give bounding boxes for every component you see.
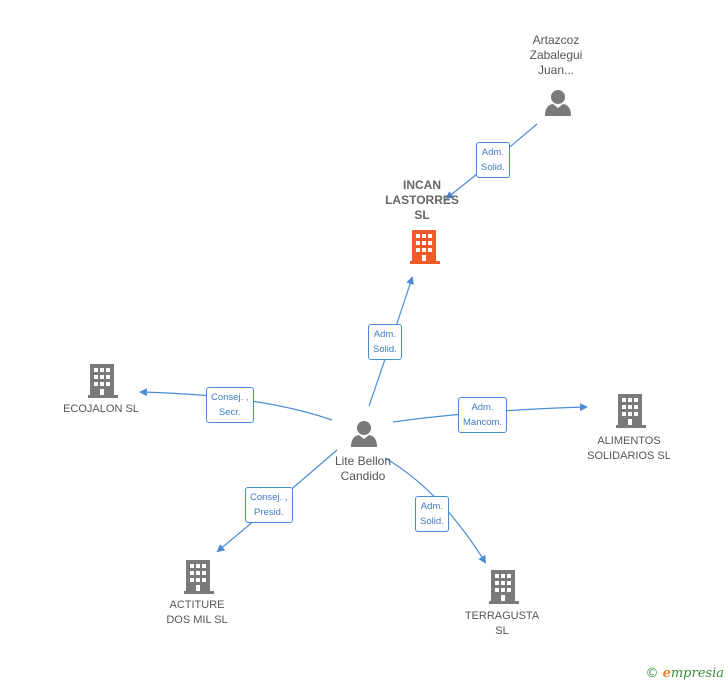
person-icon[interactable] [545,90,571,116]
label-line: Juan... [537,63,575,77]
edge-label-line: Consej. , [250,492,288,503]
node-label-terragusta[interactable]: TERRAGUSTA SL [447,609,557,639]
building-icon[interactable] [489,570,519,604]
building-icon[interactable] [184,560,214,594]
label-line: SL [414,208,430,222]
label-line: Artazcoz [532,33,580,47]
building-icon[interactable] [616,394,646,428]
label-line: DOS MIL SL [166,614,228,626]
edge-label-lite-terragusta[interactable]: Adm. Solid. [415,496,449,532]
edge-label-line: Presid. [253,507,284,518]
edge-label-artazcoz-incan[interactable]: Adm. Solid. [476,142,510,178]
label-line: SL [495,625,509,637]
edge-label-line: Solid. [481,162,505,173]
node-label-lite[interactable]: Lite Bellon Candido [313,454,413,484]
node-label-incan[interactable]: INCAN LASTORRES SL [372,178,472,223]
edge-label-lite-alimentos[interactable]: Adm. Mancom. [458,397,508,433]
edge-label-line: Adm. [373,329,396,340]
edge-label-line: Solid. [373,344,397,355]
node-label-actiture[interactable]: ACTITURE DOS MIL SL [142,598,252,628]
edge-label-lite-ecojalon[interactable]: Consej. , Secr. [206,387,254,423]
node-label-artazcoz[interactable]: Artazcoz Zabalegui Juan... [506,33,606,78]
edge-label-line: Solid. [420,516,444,527]
person-icon[interactable] [351,421,377,447]
label-line: LASTORRES [385,193,459,207]
edge-label-line: Mancom. [463,417,503,428]
label-line: INCAN [403,178,441,192]
edge-label-line: Secr. [218,407,241,418]
label-line: ALIMENTOS [597,435,661,447]
label-line: ACTITURE [169,599,225,611]
building-icon[interactable] [410,230,440,264]
building-icon[interactable] [88,364,118,398]
edge-label-line: Consej. , [211,392,249,403]
label-line: Zabalegui [529,48,583,62]
label-line: TERRAGUSTA [464,610,540,622]
edge-label-line: Adm. [481,147,504,158]
label-line: SOLIDARIOS SL [587,450,671,462]
brand-logo: © empresia [645,666,724,681]
edge-label-lite-incan[interactable]: Adm. Solid. [368,324,402,360]
copyright-icon: © [645,666,659,681]
edge-label-line: Adm. [420,501,443,512]
edge-label-line: Adm. [471,402,494,413]
node-label-alimentos[interactable]: ALIMENTOS SOLIDARIOS SL [574,434,684,464]
node-label-ecojalon[interactable]: ECOJALON SL [46,402,156,417]
brand-name: mpresia [670,666,724,681]
label-line: Candido [340,469,386,483]
brand-initial: e [662,666,671,681]
label-line: ECOJALON SL [63,403,139,415]
label-line: Lite Bellon [334,454,392,468]
edge-label-lite-actiture[interactable]: Consej. , Presid. [245,487,293,523]
